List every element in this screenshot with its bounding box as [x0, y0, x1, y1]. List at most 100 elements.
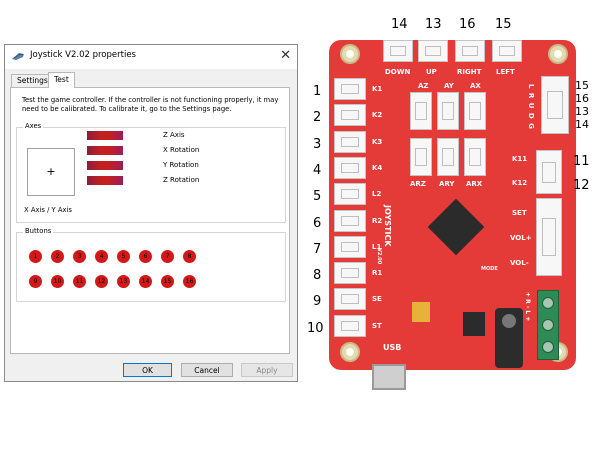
z-rotation-bar	[87, 176, 123, 185]
brand-label: JOYSTICK	[383, 205, 392, 247]
joystick-button-indicator: 7	[161, 250, 174, 263]
annotation-number: 8	[313, 268, 322, 284]
screw-icon	[542, 319, 554, 331]
z-rotation-label: Z Rotation	[163, 176, 200, 184]
joystick-button-indicator: 5	[117, 250, 130, 263]
label-up: UP	[426, 68, 437, 76]
brand-version: V2.00	[376, 248, 382, 265]
audio-jack	[495, 308, 523, 368]
title-bar[interactable]: Joystick V2.02 properties ✕	[5, 45, 297, 69]
capacitor	[412, 302, 430, 322]
annotation-number: 14	[391, 17, 408, 32]
annotation-number: 13	[425, 17, 442, 32]
apply-button[interactable]: Apply	[241, 363, 293, 377]
y-rotation-bar	[87, 161, 123, 170]
connector-ay	[437, 92, 459, 130]
connector-down	[383, 40, 413, 62]
annotation-number: 13	[575, 105, 589, 118]
connector-set-vol	[536, 198, 562, 276]
axes-group: Axes	[16, 122, 286, 223]
annotation-number: 9	[313, 294, 322, 310]
test-panel	[10, 87, 290, 354]
joystick-button-indicator: 6	[139, 250, 152, 263]
connector-right	[455, 40, 485, 62]
left-connector-label: ST	[372, 321, 382, 330]
mount-hole	[548, 44, 568, 64]
xy-axis-label: X Axis / Y Axis	[24, 206, 72, 214]
annotation-number: 16	[459, 17, 476, 32]
left-connector	[334, 288, 366, 311]
joystick-button-indicator: 2	[51, 250, 64, 263]
connector-arx	[464, 138, 486, 176]
annotation-number: 16	[575, 92, 589, 105]
xy-axis-box: +	[27, 148, 75, 196]
annotation-number: 12	[573, 178, 590, 193]
joystick-button-indicator: 8	[183, 250, 196, 263]
label-arz: ARZ	[410, 180, 426, 188]
annotation-number: 14	[575, 118, 589, 131]
cancel-button[interactable]: Cancel	[181, 363, 233, 377]
mode-label: MODE	[481, 266, 498, 272]
z-axis-bar	[87, 131, 123, 140]
lrudg-label: L R U D G	[527, 84, 535, 130]
joystick-button-indicator: 9	[29, 275, 42, 288]
left-connector	[334, 156, 366, 179]
mount-hole	[340, 44, 360, 64]
ok-button[interactable]: OK	[123, 363, 172, 377]
annotation-number: 15	[495, 17, 512, 32]
crosshair-icon: +	[46, 165, 56, 178]
left-connector-label: R1	[372, 269, 383, 278]
left-connector	[334, 314, 366, 337]
label-right: RIGHT	[457, 68, 482, 76]
joystick-button-indicator: 14	[139, 275, 152, 288]
mount-hole	[340, 342, 360, 362]
annotation-number: 3	[313, 136, 322, 152]
usb-label: USB	[383, 343, 402, 352]
connector-arz	[410, 138, 432, 176]
connector-ary	[437, 138, 459, 176]
buttons-group-label: Buttons	[23, 227, 54, 235]
screw-icon	[542, 297, 554, 309]
left-connector	[334, 262, 366, 285]
connector-k11-k12	[536, 150, 562, 194]
left-connector	[334, 183, 366, 206]
connector-az	[410, 92, 432, 130]
left-connector-label: K1	[372, 85, 383, 93]
annotation-number: 10	[307, 320, 324, 336]
test-description: Test the game controller. If the control…	[22, 96, 279, 113]
x-rotation-bar	[87, 146, 123, 155]
left-connector-label: L1	[372, 242, 382, 251]
joystick-button-indicator: 11	[73, 275, 86, 288]
left-connector-label: K2	[372, 111, 383, 120]
connector-ax	[464, 92, 486, 130]
tab-test[interactable]: Test	[48, 72, 75, 88]
label-vol-minus: VOL-	[510, 259, 529, 267]
ic-chip	[463, 312, 485, 336]
annotation-number: 6	[313, 215, 322, 231]
label-down: DOWN	[385, 68, 411, 76]
joystick-button-indicator: 4	[95, 250, 108, 263]
close-icon[interactable]: ✕	[280, 48, 291, 63]
joystick-icon	[12, 53, 24, 60]
left-connector-label: R2	[372, 216, 383, 225]
label-ary: ARY	[439, 180, 455, 188]
connector-lrudg	[541, 76, 569, 134]
joystick-button-indicator: 12	[95, 275, 108, 288]
x-rotation-label: X Rotation	[163, 146, 200, 154]
label-vol-plus: VOL+	[510, 234, 532, 242]
joystick-button-indicator: 3	[73, 250, 86, 263]
terminal-block	[537, 290, 559, 360]
label-k11: K11	[512, 155, 528, 163]
label-az: AZ	[418, 82, 429, 90]
joystick-button-indicator: 15	[161, 275, 174, 288]
label-ay: AY	[444, 82, 454, 90]
left-connector-label: K4	[372, 163, 383, 172]
annotation-number: 7	[313, 241, 322, 257]
left-connector-label: L2	[372, 190, 382, 199]
label-arx: ARX	[466, 180, 483, 188]
label-ax: AX	[470, 82, 481, 90]
label-left: LEFT	[496, 68, 515, 76]
axes-group-label: Axes	[23, 122, 44, 130]
z-axis-label: Z Axis	[163, 131, 185, 139]
label-k12: K12	[512, 179, 528, 187]
